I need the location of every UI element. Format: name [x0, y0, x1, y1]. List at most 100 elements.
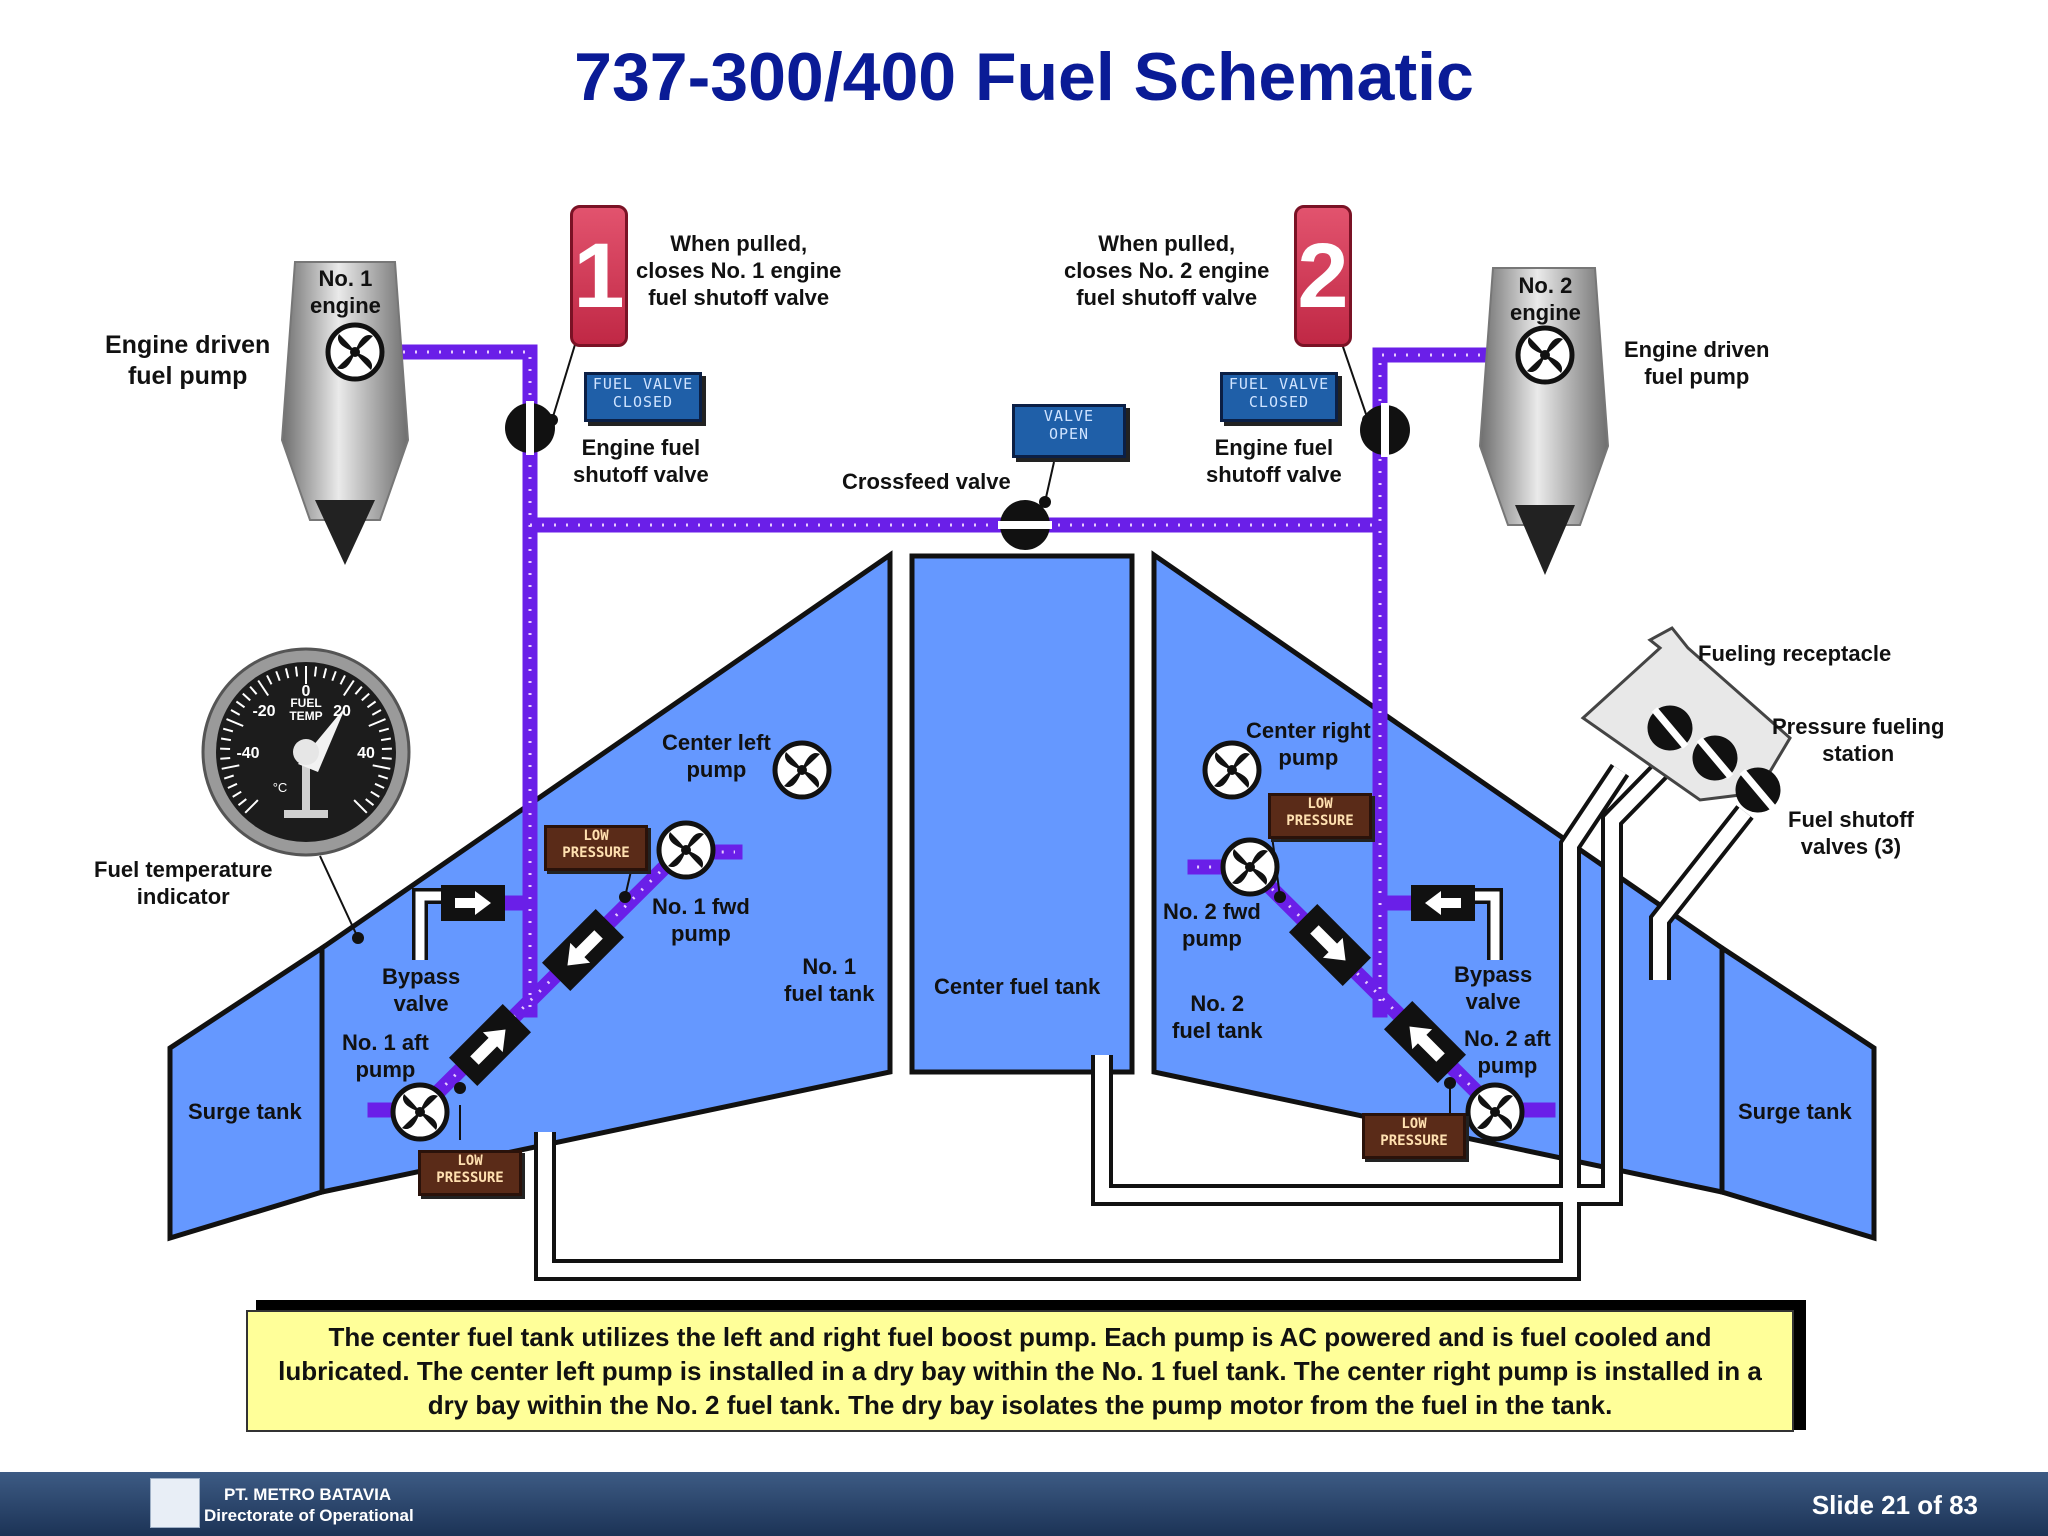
company-logo: [150, 1478, 200, 1528]
gauge-tick: [322, 668, 328, 679]
gauge-tick: [365, 798, 375, 806]
flow-arrow-icon: [441, 885, 505, 921]
gauge-tick: [378, 727, 390, 733]
gauge-tick: [226, 718, 244, 727]
low-pressure-light-no1-fwd: LOW PRESSURE: [544, 825, 648, 871]
label-no2-fwd-pump: No. 2 fwd pump: [1163, 899, 1261, 951]
label-surge-tank-left: Surge tank: [188, 1099, 302, 1124]
gauge-tick: [342, 679, 355, 697]
gauge-tick: [266, 674, 273, 685]
flow-arrow-icon: [448, 1003, 532, 1087]
label-no2-engine: No. 2 engine: [1510, 273, 1581, 325]
pump-fan-icon: [775, 743, 829, 797]
low-pressure-light-no2-aft: LOW PRESSURE: [1362, 1113, 1466, 1159]
gauge-tick: [372, 764, 391, 770]
gauge-tick: [368, 718, 386, 727]
footer-bar: [0, 1472, 2048, 1536]
gauge-tick: [232, 790, 242, 798]
engine-nacelle-icon: [1478, 267, 1610, 575]
label-center-fuel-tank: Center fuel tank: [934, 974, 1101, 999]
engine-fuel-shutoff-valve-right[interactable]: [1360, 403, 1410, 457]
surge-tank-left: [167, 943, 325, 1242]
label-no1-fwd-pump: No. 1 fwd pump: [652, 894, 750, 946]
gauge-tick-label: 40: [357, 745, 375, 762]
engine-fuel-shutoff-valve-left[interactable]: [505, 401, 555, 455]
gauge-tick: [371, 709, 382, 716]
engine-nacelle-icon: [280, 261, 410, 565]
slide-counter: Slide 21 of 83: [1811, 1490, 1978, 1520]
no1-fuel-tank: [319, 550, 893, 1196]
label-pressure-fueling-station: Pressure fueling station: [1772, 714, 1945, 766]
gauge-tick: [223, 774, 235, 780]
engine-1-fire-handle[interactable]: 1: [570, 205, 628, 347]
gauge-tick: [381, 757, 392, 760]
pump-fan-icon: [1468, 1085, 1522, 1139]
label-engine-driven-pump-right: Engine driven fuel pump: [1624, 337, 1770, 389]
surge-tank-right: [1719, 943, 1877, 1242]
gauge-icon: 0 20 40 -20 -40 °C: [201, 647, 411, 857]
gauge-tick-label: -40: [236, 745, 259, 762]
label-pulled-2: When pulled, closes No. 2 engine fuel sh…: [1064, 231, 1270, 310]
label-pulled-1: When pulled, closes No. 1 engine fuel sh…: [636, 231, 842, 310]
gauge-tick: [361, 692, 370, 702]
label-fueling-receptacle: Fueling receptacle: [1698, 641, 1892, 666]
pump-fan-icon: [393, 1085, 447, 1139]
low-pressure-light-no1-aft: LOW PRESSURE: [418, 1150, 522, 1196]
gauge-tick: [331, 670, 337, 682]
gauge-tick: [275, 670, 281, 682]
flow-arrow-icon: [1383, 1000, 1467, 1084]
label-no1-engine: No. 1 engine: [310, 266, 381, 318]
pump-fan-icon: [1223, 840, 1277, 894]
company-line-1: PT. METRO BATAVIA: [224, 1485, 392, 1504]
pressure-fueling-station: [1580, 626, 1792, 824]
gauge-tick: [313, 666, 318, 677]
gauge-tick: [377, 774, 389, 780]
gauge-tick: [370, 790, 380, 798]
company-name: PT. METRO BATAVIA Directorate of Operati…: [204, 1484, 414, 1526]
gauge-tick: [284, 668, 290, 679]
fuel-valve-closed-light-right: FUEL VALVE CLOSED: [1220, 372, 1338, 422]
label-center-left-pump: Center left pump: [662, 730, 771, 782]
gauge-tick: [230, 709, 241, 716]
label-no2-aft-pump: No. 2 aft pump: [1464, 1026, 1551, 1078]
flow-arrow-icon: [1411, 885, 1475, 921]
label-engine-shutoff-left: Engine fuel shutoff valve: [573, 435, 709, 487]
gauge-tick: [353, 799, 368, 814]
gauge-tick: [366, 700, 377, 709]
low-pressure-light-center-right: LOW PRESSURE: [1268, 793, 1372, 839]
engine-2-fire-handle[interactable]: 2: [1294, 205, 1352, 347]
label-bypass-right: Bypass valve: [1454, 962, 1533, 1014]
gauge-tick: [221, 764, 240, 770]
gauge-tick: [380, 737, 392, 742]
gauge-tick-label: -20: [252, 703, 275, 720]
label-no1-aft-pump: No. 1 aft pump: [342, 1030, 429, 1082]
center-fuel-tank: [909, 553, 1135, 1075]
gauge-tick: [354, 685, 363, 695]
gauge-tick: [242, 692, 251, 702]
gauge-tick: [249, 685, 258, 695]
gauge-tick: [227, 782, 238, 789]
gauge-tick: [220, 737, 232, 742]
label-fuel-temp-indicator: Fuel temperature indicator: [94, 857, 273, 909]
gauge-tick-label: 0: [302, 683, 311, 700]
gauge-tick-label: 20: [333, 703, 351, 720]
gauge-tick: [339, 674, 346, 685]
gauge-tick: [235, 700, 246, 709]
pump-fan-icon: [1518, 328, 1572, 382]
label-no2-fuel-tank: No. 2 fuel tank: [1172, 991, 1263, 1043]
flow-arrow-icon: [1288, 903, 1372, 987]
gauge-tick: [237, 798, 247, 806]
gauge-unit: °C: [273, 780, 288, 795]
label-surge-tank-right: Surge tank: [1738, 1099, 1852, 1124]
flow-arrow-icon: [541, 908, 625, 992]
gauge-tick: [257, 679, 270, 697]
valve-open-light: VALVE OPEN: [1012, 404, 1126, 458]
pump-fan-icon: [328, 325, 382, 379]
gauge-face-label: FUEL TEMP: [289, 696, 323, 723]
gauge-tick: [294, 666, 299, 677]
label-bypass-left: Bypass valve: [382, 964, 461, 1016]
label-no1-fuel-tank: No. 1 fuel tank: [784, 954, 875, 1006]
gauge-tick: [244, 799, 259, 814]
fuel-valve-closed-light-left: FUEL VALVE CLOSED: [584, 372, 702, 422]
